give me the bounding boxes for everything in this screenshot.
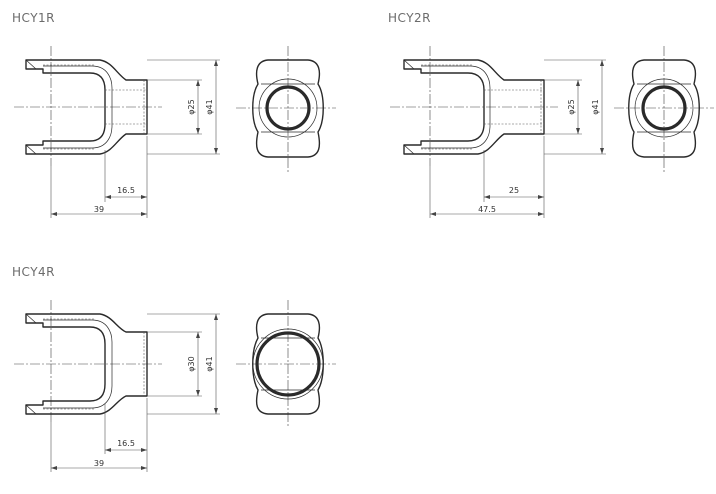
length-dims-hcy1r: 16.5 39 [50, 136, 148, 218]
side-view-hcy4r [14, 300, 162, 422]
yoke-outline [403, 59, 545, 155]
yoke-end-outline [252, 59, 324, 158]
view-title-hcy2r: HCY2R [388, 11, 431, 25]
bore-depth-label: 16.5 [117, 439, 135, 448]
hub-circle [634, 78, 694, 138]
inner-diameter-label: φ25 [187, 99, 196, 114]
hub-circle [252, 328, 324, 400]
yoke-end-outline [252, 313, 324, 415]
outer-diameter-label: φ41 [591, 99, 600, 114]
overall-length-label: 39 [94, 205, 104, 214]
pin-hole-chamfer [25, 59, 37, 155]
yoke-outline [25, 59, 148, 155]
inner-diameter-label: φ30 [187, 356, 196, 371]
fork-inner-contour [43, 65, 113, 149]
hub-circle [258, 78, 318, 138]
view-hcy4r: HCY4R φ30 φ41 [12, 265, 336, 472]
fork-inner-contour [421, 65, 491, 149]
overall-length-label: 39 [94, 459, 104, 468]
inner-diameter-label: φ25 [567, 99, 576, 114]
view-hcy1r: HCY1R [12, 11, 336, 218]
bore-circle [265, 85, 311, 131]
diameter-dims-hcy2r: φ25 φ41 [544, 59, 606, 155]
bore-depth-label: 25 [509, 186, 519, 195]
end-view-hcy2r [614, 46, 714, 172]
view-title-hcy4r: HCY4R [12, 265, 55, 279]
fork-inner-contour [43, 319, 113, 409]
pin-hole-chamfer [25, 313, 37, 415]
diameter-dims-hcy4r: φ30 φ41 [147, 313, 220, 415]
yoke-end-outline [628, 59, 700, 158]
length-dims-hcy2r: 25 47.5 [429, 136, 545, 218]
side-view-hcy2r [390, 46, 558, 166]
length-dims-hcy4r: 16.5 39 [50, 398, 148, 472]
pin-hole-chamfer [403, 59, 415, 155]
diameter-dims-hcy1r: φ25 φ41 [147, 59, 220, 155]
bore-circle [255, 331, 321, 397]
outer-diameter-label: φ41 [205, 356, 214, 371]
bore-circle [641, 85, 687, 131]
outer-diameter-label: φ41 [205, 99, 214, 114]
end-view-hcy1r [236, 46, 336, 172]
overall-length-label: 47.5 [478, 205, 496, 214]
view-hcy2r: HCY2R φ25 φ41 [388, 11, 714, 218]
side-view-hcy1r [14, 46, 162, 166]
end-view-hcy4r [236, 300, 336, 428]
yoke-outline [25, 313, 148, 415]
bore-depth-label: 16.5 [117, 186, 135, 195]
view-title-hcy1r: HCY1R [12, 11, 55, 25]
